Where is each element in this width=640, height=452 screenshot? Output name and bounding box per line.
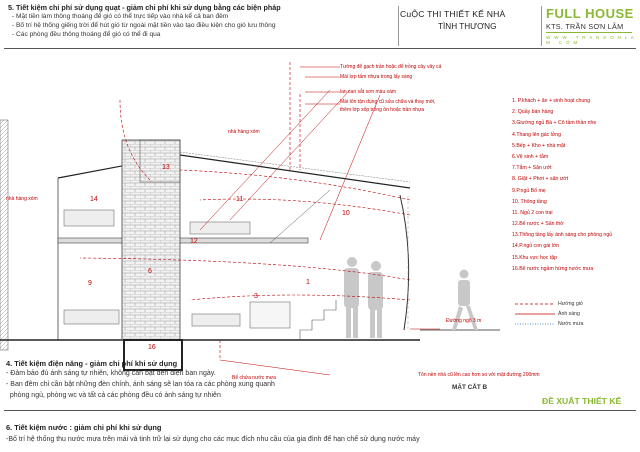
room-legend: 1. P.khách + ăn + sinh hoạt chung 2. Quầ…	[512, 98, 612, 277]
annotation-roof-reuse: Mái tôn tận dụng cũ sửa chữa và thay mới…	[340, 99, 436, 105]
annotation-wall: Tường để gạch trần hoặc để trồng cây vây…	[340, 64, 442, 70]
legend-item: 8. Giặt + Phơi + sân ướt	[512, 176, 569, 183]
section5-item-2: - Bố trí hệ thống giếng trời để hút gió …	[12, 22, 276, 29]
contest-subtitle: TÌNH THƯƠNG	[438, 22, 497, 31]
section4-item-3: phòng ngủ, phòng wc và tất cả các phòng …	[6, 392, 221, 399]
room-number: 11	[236, 196, 244, 203]
section-label: MẶT CẮT B	[452, 384, 488, 391]
room-number: 6	[148, 268, 152, 275]
legend-item: 15.Khu vực học tập	[512, 254, 558, 261]
upper-floor-slab	[57, 237, 309, 244]
website: W W W . T R A N S O N L A M . C O M	[546, 35, 635, 45]
annotation-roof-reuse-2: thêm lớp xốp trống ồn hoặc trần nhựa	[340, 107, 425, 113]
annotation-railing: lan can sắt sơn màu xám	[340, 89, 397, 95]
footer-rule	[4, 410, 636, 411]
section4-item-2: - Ban đêm chỉ cần bật những đèn chính, á…	[6, 381, 275, 388]
annotation-rain-tank: Bể chứa nước mưa	[232, 375, 276, 381]
left-neighbor-wall	[0, 119, 9, 351]
wind-flow-lines	[79, 62, 411, 360]
room-number: 10	[342, 210, 350, 217]
annotation-foundation: Tôn nền nhà cũ lên cao hơn so với mặt đư…	[418, 372, 540, 378]
legend-key-rain: Nước mưa	[558, 321, 584, 327]
header-rule	[4, 48, 636, 49]
room-number: 3	[254, 293, 258, 300]
roof-line	[57, 154, 411, 189]
legend-item: 4.Thang lên gác lửng	[512, 131, 562, 138]
legend-item: 12.Bể nước + Sân thờ	[512, 221, 564, 228]
legend-item: 16.Bể nước ngầm hứng nước mưa	[512, 265, 594, 272]
room-number: 16	[148, 344, 156, 351]
legend-item: 2. Quầy bán hàng	[512, 109, 554, 116]
people-silhouettes	[344, 257, 478, 338]
brand-logo: FULL HOUSE	[546, 6, 634, 21]
light-rays	[199, 89, 381, 241]
legend-item: 11. Ngủ 2 con trai	[512, 209, 553, 216]
legend-key-wind: Hướng gió	[558, 301, 583, 307]
legend-item: 3.Giường ngủ Bà + Cô tầm thần nhẹ	[512, 120, 597, 127]
proposal-label: ĐỀ XUẤT THIẾT KẾ	[542, 396, 622, 406]
section4-title: 4. Tiết kiệm điện năng - giảm chi phí kh…	[6, 359, 178, 368]
section6-item: -Bố trí hệ thống thu nước mưa trên mái v…	[6, 436, 420, 443]
room-number: 9	[88, 280, 92, 287]
annotation-neighbor-top: nhà hàng xóm	[228, 129, 260, 135]
section6-title: 6. Tiết kiệm nước : giảm chi phí khi sử …	[6, 423, 162, 432]
legend-keys	[515, 303, 555, 325]
contest-title: CuỘC THI THIẾT KẾ NHÀ	[400, 9, 506, 19]
header-divider-2	[541, 6, 542, 46]
architect-name: KTS. TRẦN SƠN LÂM	[546, 22, 624, 31]
legend-item: 13.Thông tầng lấy ánh sáng cho phòng ngủ	[512, 232, 613, 239]
legend-item: 7.Tắm + Sân ướt	[512, 165, 552, 172]
legend-item: 5.Bếp + Kho + nhà mặt	[512, 142, 566, 149]
room-number: 1	[306, 279, 310, 286]
brick-column	[121, 139, 181, 341]
section4-item-1: - Đảm bảo đủ ánh sáng tự nhiên, không cầ…	[6, 370, 216, 377]
brand-underline	[546, 32, 632, 33]
annotation-roof-plastic: Mái lợp tấm nhựa trong lấy sáng	[340, 74, 413, 80]
legend-item: 9.P.ngủ Bố mẹ	[512, 187, 546, 194]
room-number: 13	[162, 164, 170, 171]
section5-title: 5. Tiết kiệm chi phí sử dụng quạt - giảm…	[8, 3, 281, 12]
legend-item: 1. P.khách + ăn + sinh hoạt chung	[512, 98, 591, 104]
room-number: 12	[190, 238, 198, 245]
room-number: 14	[90, 196, 98, 203]
legend-item: 10. Thông tầng	[512, 198, 547, 205]
legend-key-light: Ánh sáng	[558, 311, 580, 317]
header-divider	[398, 6, 399, 46]
rain-tank	[123, 339, 183, 371]
section5-item-1: - Mặt tiền làm thông thoáng để gió có th…	[12, 13, 229, 20]
legend-item: 6.Vệ sinh + tắm	[512, 153, 549, 160]
section5-item-3: - Các phòng đều thông thoáng để gió có t…	[12, 31, 161, 38]
annotation-neighbor-left: nhà hàng xóm	[6, 196, 38, 202]
legend-item: 14.P.ngủ con gái lớn	[512, 243, 560, 250]
annotation-alley: Đường ngõ 3 m	[446, 318, 482, 324]
